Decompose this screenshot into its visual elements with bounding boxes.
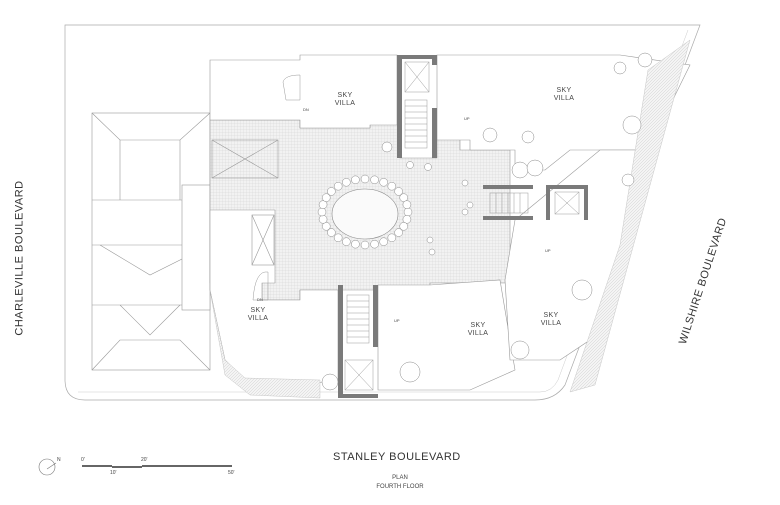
tree-icon	[379, 237, 388, 246]
tree-icon	[424, 163, 432, 171]
neighbouring-roofs	[91, 112, 211, 371]
trees	[317, 52, 653, 391]
room-label-line: SKY	[470, 322, 486, 329]
tree-icon	[461, 179, 469, 187]
scale-tick: 0'	[81, 457, 85, 463]
tree-icon	[327, 187, 336, 196]
building-cores	[338, 55, 588, 398]
room-label-line: SKY	[543, 312, 559, 319]
tree-icon	[379, 178, 388, 187]
stair-label: UP	[545, 248, 551, 253]
tree-icon	[351, 239, 360, 249]
tree-icon	[394, 228, 403, 237]
tree-icon	[637, 52, 653, 68]
tree-icon	[571, 279, 593, 301]
tree-icon	[622, 115, 642, 135]
tree-icon	[510, 340, 530, 360]
tree-icon	[399, 361, 421, 383]
room-label-line: SKY	[250, 307, 266, 314]
room-label-line: VILLA	[334, 100, 356, 107]
tree-icon	[402, 215, 412, 224]
street-label-south: STANLEY BOULEVARD	[333, 451, 461, 463]
scale-tick: 20'	[141, 457, 148, 463]
room-label-line: SKY	[337, 92, 353, 99]
tree-icon	[621, 173, 635, 187]
tree-icon	[399, 222, 408, 231]
tree-icon	[322, 193, 331, 202]
site-boundary	[64, 24, 701, 401]
scale-tick: 10'	[110, 470, 117, 476]
stair-label: DN	[257, 297, 263, 302]
plan-title: PLAN	[392, 475, 408, 481]
north-arrow-icon	[38, 458, 56, 476]
tree-icon	[360, 240, 370, 250]
tree-icon	[482, 127, 498, 143]
room-label-line: VILLA	[247, 315, 269, 322]
room-label-line: VILLA	[540, 320, 562, 327]
tree-icon	[333, 181, 343, 191]
tree-icon	[526, 159, 544, 177]
stair-label: DN	[303, 107, 309, 112]
tree-icon	[521, 130, 535, 144]
tree-icon	[327, 228, 336, 237]
stair-label: UP	[394, 318, 400, 323]
room-label-line: VILLA	[553, 95, 575, 102]
tree-icon	[360, 174, 370, 184]
tree-icon	[351, 175, 360, 185]
tree-icon	[387, 233, 397, 243]
tree-icon	[370, 239, 379, 249]
plan-subtitle: FOURTH FLOOR	[376, 484, 424, 490]
tree-icon	[333, 233, 343, 243]
room-label-line: SKY	[556, 87, 572, 94]
tree-icon	[321, 373, 339, 391]
stairs	[252, 61, 580, 391]
tree-icon	[318, 200, 328, 209]
stair-label: UP	[464, 116, 470, 121]
tree-icon	[402, 200, 412, 209]
planting-south	[209, 289, 321, 399]
room-label-line: VILLA	[467, 330, 489, 337]
tree-icon	[370, 175, 379, 185]
tree-icon	[461, 208, 469, 216]
scale-tick: 50'	[228, 470, 235, 476]
tree-icon	[466, 201, 474, 209]
north-arrow-label: N	[57, 457, 61, 463]
tree-icon	[394, 187, 403, 196]
tree-icon	[406, 161, 414, 169]
building-outlines	[209, 54, 691, 391]
pond	[331, 188, 399, 240]
tree-icon	[342, 237, 351, 246]
tree-icon	[399, 193, 408, 202]
tree-icon	[426, 236, 434, 244]
planting-east	[569, 39, 691, 393]
tree-icon	[381, 141, 393, 153]
tree-icon	[428, 248, 436, 256]
tree-icon	[613, 61, 627, 75]
tree-icon	[342, 178, 351, 187]
tree-icon	[387, 181, 397, 191]
tree-icon	[322, 222, 331, 231]
